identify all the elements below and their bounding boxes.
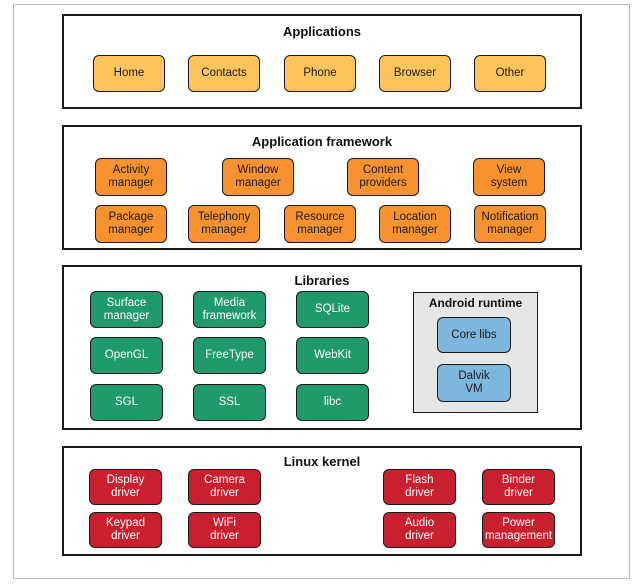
library-sgl: SGL — [90, 384, 163, 421]
framework-notification-manager: Notification manager — [474, 205, 546, 243]
framework-resource-manager: Resource manager — [284, 205, 356, 243]
app-contacts: Contacts — [188, 55, 260, 92]
kernel-display-driver: Display driver — [89, 469, 162, 505]
libraries-title: Libraries — [294, 273, 350, 288]
app-home: Home — [93, 55, 165, 92]
library-freetype: FreeType — [193, 337, 266, 374]
runtime-core-libs: Core libs — [437, 317, 511, 353]
framework-activity-manager: Activity manager — [95, 158, 167, 196]
library-sqlite: SQLite — [296, 291, 369, 328]
library-media-framework: Media framework — [193, 291, 266, 328]
framework-window-manager: Window manager — [222, 158, 294, 196]
framework-title: Application framework — [251, 134, 393, 149]
runtime-dalvik-vm: Dalvik VM — [437, 364, 511, 402]
framework-location-manager: Location manager — [379, 205, 451, 243]
kernel-camera-driver: Camera driver — [188, 469, 261, 505]
diagram-frame — [13, 4, 630, 579]
kernel-keypad-driver: Keypad driver — [89, 512, 162, 548]
applications-title: Applications — [282, 24, 361, 39]
framework-package-manager: Package manager — [95, 205, 167, 243]
app-browser: Browser — [379, 55, 451, 92]
kernel-title: Linux kernel — [283, 454, 361, 469]
kernel-audio-driver: Audio driver — [383, 512, 456, 548]
kernel-power-management: Power management — [482, 512, 555, 548]
framework-content-providers: Content providers — [347, 158, 419, 196]
app-phone: Phone — [284, 55, 356, 92]
library-opengl: OpenGL — [90, 337, 163, 374]
framework-telephony-manager: Telephony manager — [188, 205, 260, 243]
library-libc: libc — [296, 384, 369, 421]
library-webkit: WebKit — [296, 337, 369, 374]
kernel-flash-driver: Flash driver — [383, 469, 456, 505]
android-runtime-title: Android runtime — [428, 296, 523, 310]
framework-view-system: View system — [473, 158, 545, 196]
library-surface-manager: Surface manager — [90, 291, 163, 328]
kernel-wifi-driver: WiFi driver — [188, 512, 261, 548]
kernel-binder-driver: Binder driver — [482, 469, 555, 505]
app-other: Other — [474, 55, 546, 92]
library-ssl: SSL — [193, 384, 266, 421]
